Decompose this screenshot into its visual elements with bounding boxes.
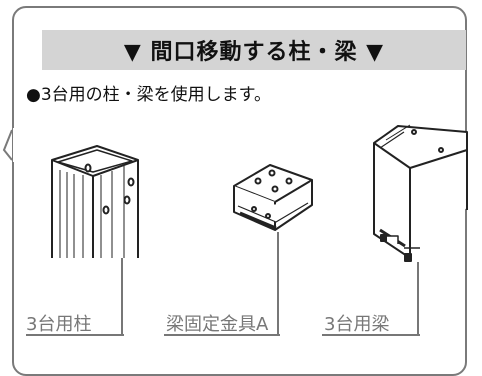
beam-label-underline: [322, 334, 420, 336]
bracket-label: 梁固定金具A: [166, 314, 269, 335]
bracket-illustration: [233, 164, 313, 231]
usage-note: ●3台用の柱・梁を使用します。: [26, 85, 271, 105]
beam-label: 3台用梁: [324, 314, 390, 335]
pillar-illustration: [51, 145, 139, 258]
pillar-label: 3台用柱: [26, 314, 92, 335]
parts-illustration: [51, 124, 468, 334]
callout-pointer: [2, 129, 13, 161]
bracket-label-underline: [164, 334, 280, 336]
section-header: ▼ 間口移動する柱・梁 ▼: [42, 30, 466, 70]
beam-illustration: [373, 124, 468, 262]
pillar-label-underline: [26, 334, 124, 336]
